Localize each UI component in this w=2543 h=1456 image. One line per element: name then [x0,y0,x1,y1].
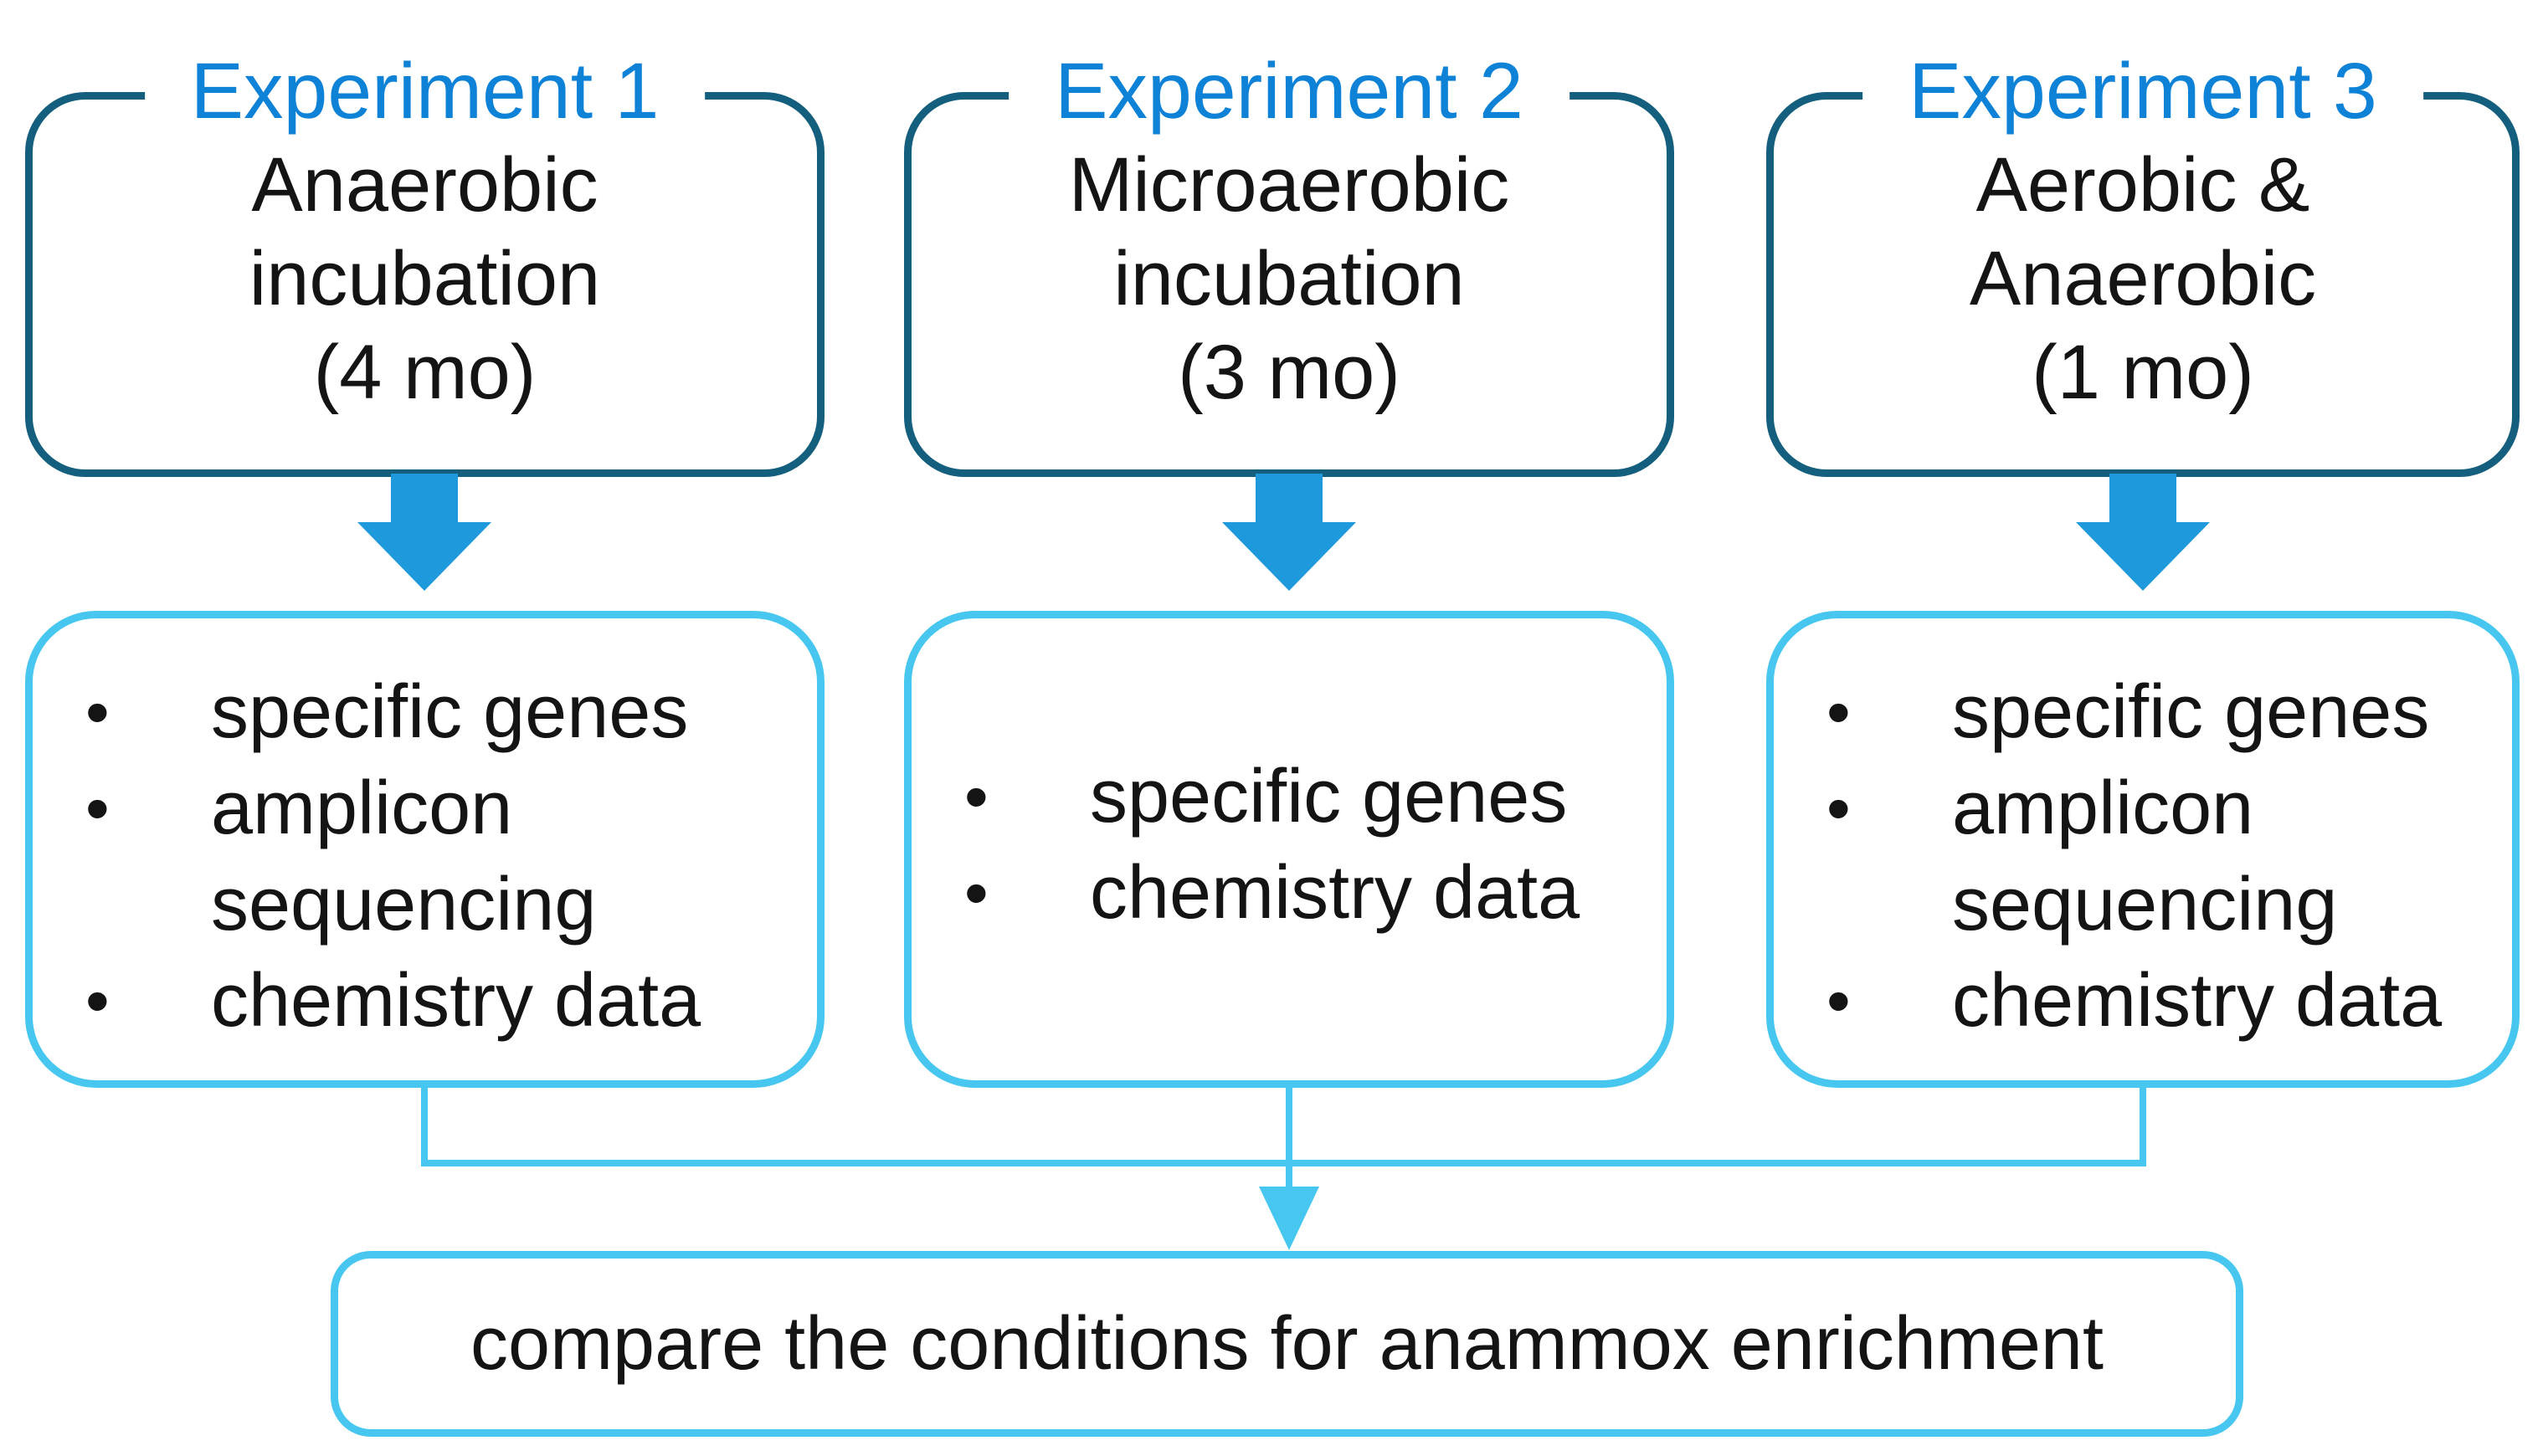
experiment-3-condition-box: Experiment 3 Aerobic & Anaerobic (1 mo) [1766,33,2520,477]
condition-line: incubation [1113,235,1465,321]
condition-line: Microaerobic [1068,141,1510,228]
connector-line-right [2140,1082,2146,1166]
output-item-text: specific genes [1090,755,1568,838]
condition-line: Aerobic & [1975,141,2310,228]
experiment-1-outputs-list: • specific genes • amplicon sequencing •… [33,618,817,1080]
experiment-2-condition-box: Experiment 2 Microaerobic incubation (3 … [904,33,1674,477]
output-item-text: chemistry data [1952,959,2443,1043]
output-item-text: chemistry data [211,959,701,1043]
bullet-icon: • [964,855,989,931]
bullet-icon: • [1826,963,1851,1039]
output-item: • specific genes [1811,664,2479,761]
connector-arrowhead-down-icon [1259,1187,1319,1250]
output-item-text: specific genes [1952,670,2430,754]
bullet-icon: • [964,759,989,835]
bullet-icon: • [85,771,110,847]
bullet-icon: • [1826,674,1851,751]
experiment-3-condition-text: Aerobic & Anaerobic (1 mo) [1774,100,2512,469]
condition-line: (4 mo) [313,329,537,415]
output-item-text: amplicon sequencing [1952,766,2338,946]
experiment-2-condition-text: Microaerobic incubation (3 mo) [912,100,1667,469]
output-item: • chemistry data [1811,953,2479,1049]
experiment-1-condition-text: Anaerobic incubation (4 mo) [33,100,817,469]
output-item: • amplicon sequencing [70,761,783,953]
output-item: • amplicon sequencing [1811,761,2479,953]
conclusion-box: compare the conditions for anammox enric… [331,1251,2243,1437]
experiment-2-label: Experiment 2 [1009,33,1569,150]
condition-line: (1 mo) [2032,329,2254,415]
experiment-3-label: Experiment 3 [1862,33,2423,150]
output-item-text: chemistry data [1090,851,1580,935]
experiment-3-outputs-list: • specific genes • amplicon sequencing •… [1774,618,2512,1080]
block-arrow-down-icon [2076,474,2210,591]
block-arrow-down-icon [357,474,491,591]
output-item: • chemistry data [949,845,1633,941]
experiment-2-outputs-list: • specific genes • chemistry data [912,618,1667,1080]
connector-line-left [421,1082,428,1166]
bullet-icon: • [85,674,110,751]
bullet-icon: • [85,963,110,1039]
block-arrow-down-icon [1222,474,1356,591]
conclusion-text: compare the conditions for anammox enric… [470,1302,2104,1386]
connector-line-horizontal-bus [421,1160,2146,1166]
experiment-1-label: Experiment 1 [144,33,706,150]
output-item: • specific genes [949,749,1633,845]
connector-line-center [1286,1082,1292,1197]
output-item: • specific genes [70,664,783,761]
experiment-1-outputs-box: • specific genes • amplicon sequencing •… [25,611,825,1088]
condition-line: Anaerobic [1969,235,2317,321]
bullet-icon: • [1826,771,1851,847]
experiment-1-condition-box: Experiment 1 Anaerobic incubation (4 mo) [25,33,825,477]
condition-line: Anaerobic [251,141,599,228]
condition-line: incubation [249,235,601,321]
experiment-3-outputs-box: • specific genes • amplicon sequencing •… [1766,611,2520,1088]
output-item: • chemistry data [70,953,783,1049]
output-item-text: amplicon sequencing [211,766,597,946]
output-item-text: specific genes [211,670,689,754]
condition-line: (3 mo) [1178,329,1400,415]
experiment-2-outputs-box: • specific genes • chemistry data [904,611,1674,1088]
